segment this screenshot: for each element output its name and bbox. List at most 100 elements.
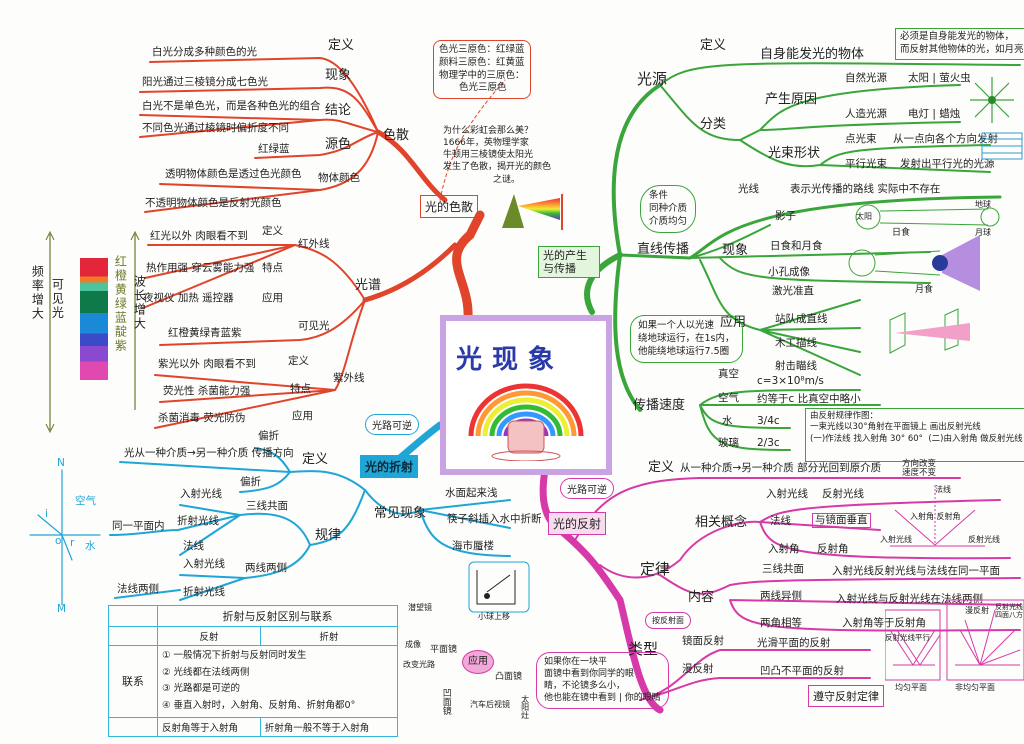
dispersion-prim: 红绿蓝 — [258, 143, 290, 155]
speed-bubble: 如果一个人以光速绕地球运行，在1s内，他能绕地球运行7.5圈 — [630, 315, 743, 364]
diff-reflection: 反射角等于入射角 — [157, 716, 261, 737]
application-bubble: 应用 — [462, 650, 494, 674]
air-label: 空气 — [75, 495, 96, 507]
note-line: 介质均匀 — [649, 215, 688, 227]
uv-feature-key: 特点 — [290, 383, 311, 395]
red-trunk — [452, 210, 485, 323]
water-key: 水 — [722, 415, 733, 427]
glass-speed: 2/3c — [757, 437, 780, 449]
visible-colors: 红橙黄绿青蓝紫 — [168, 327, 242, 339]
uv-app-key: 应用 — [292, 410, 313, 422]
central-topic[interactable]: 光现象 — [440, 315, 612, 475]
link-item: ① 一般情况下折射与反射同时发生 — [162, 650, 307, 661]
use-periscope: 潜望镜 — [408, 603, 432, 612]
note-line: 发生了色散，揭开光的颜色 — [443, 162, 552, 173]
light-source-hub: 光源 — [637, 70, 668, 88]
prism-icon — [502, 194, 563, 230]
refraction-reversible-cloud: 光路可逆 — [365, 414, 419, 435]
rainbow-cake-icon — [468, 383, 584, 461]
sides-refracted: 折射光线 — [183, 586, 225, 598]
dispersion-node[interactable]: 光的色散 — [420, 195, 479, 218]
angle-label: 60° — [907, 433, 923, 444]
normal-line: 法线 — [183, 540, 204, 552]
air-speed: 约等于c 比真空中略小 — [757, 393, 861, 405]
vacuum-key: 真空 — [718, 368, 739, 380]
earth-label: 地球 — [975, 200, 991, 209]
ball-in-water-diagram — [468, 561, 530, 613]
sun-label: 太阳 — [856, 212, 872, 221]
normal-sides: 法线两侧 — [117, 583, 159, 595]
diag-rough: 非均匀平面 — [955, 683, 995, 692]
concept-incident: 入射光线 — [766, 488, 808, 500]
artificial-examples: 电灯 | 蜡烛 — [908, 108, 961, 120]
law-coplanar-desc: 入射光线反射光线与法线在同一平面 — [832, 565, 1000, 577]
note-line: 同种介质 — [649, 202, 688, 214]
link-item: ② 光线都在法线两侧 — [162, 666, 250, 678]
light-source-rays-icon — [970, 77, 1023, 160]
law-sides: 两线异侧 — [760, 590, 802, 602]
solar-eclipse-label: 日食 — [892, 228, 911, 238]
common-phenomena: 常见现象 — [374, 506, 427, 521]
law-equal: 两角相等 — [760, 617, 802, 629]
diag-parallel: 反射光线平行 — [885, 633, 930, 642]
rainbow-note: 为什么彩虹会那么美？ 1666年，英物理学家 牛顿用三棱镜使太阳光 发生了色散，… — [443, 125, 551, 186]
moon-label: 月球 — [975, 228, 991, 237]
reflection-node[interactable]: 光的反射 — [548, 512, 607, 535]
green-trunk — [584, 252, 623, 315]
note-line: 为什么彩虹会那么美？ — [443, 126, 534, 136]
classify-key: 分类 — [700, 117, 727, 132]
eclipse-diagrams — [848, 204, 1000, 354]
source-def-key: 定义 — [700, 38, 727, 53]
diag-angles: 入射角 反射角 — [910, 512, 961, 521]
dispersion-obj-2: 不透明物体颜色是反射光颜色 — [145, 197, 282, 209]
infrared-node: 红外线 — [298, 238, 330, 250]
content-node: 内容 — [688, 590, 715, 605]
vacuum-speed: c=3×10⁸m/s — [757, 375, 824, 387]
angle-i: i — [45, 508, 48, 520]
cause-node: 产生原因 — [765, 92, 818, 107]
dispersion-obj-key: 物体颜色 — [318, 172, 360, 184]
note-line: 之谜。 — [493, 174, 521, 185]
uv-feature: 荧光性 杀菌能力强 — [163, 385, 251, 397]
concave-mirror: 凹面镜 — [440, 688, 451, 715]
bend-label: 偏折 — [258, 430, 279, 442]
pink-trunk — [539, 466, 664, 714]
visible-label: 可见光 — [50, 278, 65, 320]
frequency-label: 频率增大 — [30, 265, 45, 321]
source-def-note: 必须是自身能发光的物体，而反射其他物体的光，如月亮 — [895, 28, 1024, 60]
common-mirage: 海市蜃楼 — [452, 540, 494, 552]
box-line: 色光三原色：红绿蓝 — [439, 44, 525, 55]
incident-ray: 入射光线 — [180, 488, 222, 500]
reflection-diagrams — [885, 485, 1024, 681]
lunar-eclipse-label: 月食 — [915, 285, 934, 295]
note-line: 他能绕地球运行7.5圈 — [638, 345, 730, 357]
link-item: ③ 光路都是可逆的 — [162, 683, 241, 695]
app-aiming: 射击瞄线 — [775, 360, 817, 372]
use-change-path: 改变光路 — [403, 660, 435, 669]
refracted-ray: 折射光线 — [177, 515, 219, 527]
water-speed: 3/4c — [757, 415, 780, 427]
axis-m: M — [57, 603, 67, 615]
use-solar-cooker: 太阳灶 — [520, 695, 530, 719]
diffuse-desc: 凹凸不平面的反射 — [760, 665, 844, 677]
specular: 镜面反射 — [682, 635, 724, 647]
straight-hub: 直线传播 — [637, 242, 690, 257]
speed-hub: 传播速度 — [633, 398, 686, 413]
parallel-beam: 平行光束 — [845, 158, 887, 170]
app-queue: 站队成直线 — [775, 313, 828, 325]
source-propagation-node[interactable]: 光的产生与传播 — [538, 246, 600, 279]
red-to-spectrum — [362, 242, 458, 303]
type-node: 类型 — [628, 640, 659, 658]
dispersion-concl-1: 白光不是单色光，而是各种色光的组合 — [142, 100, 321, 112]
concept-reflected: 反射光线 — [822, 488, 864, 500]
note-line: 条件 — [649, 190, 669, 201]
dispersion-def-key: 定义 — [328, 38, 355, 53]
note-line: 速度不变 — [902, 468, 937, 479]
note-line: 面镜中看到你同学的眼 — [544, 669, 635, 680]
reflection-reversible-cloud: 光路可逆 — [560, 478, 614, 499]
refraction-node[interactable]: 光的折射 — [360, 455, 419, 478]
concepts-node: 相关概念 — [695, 515, 748, 530]
dispersion-def: 白光分成多种颜色的光 — [152, 46, 257, 58]
diag-reflected: 反射光线 — [968, 535, 1000, 544]
